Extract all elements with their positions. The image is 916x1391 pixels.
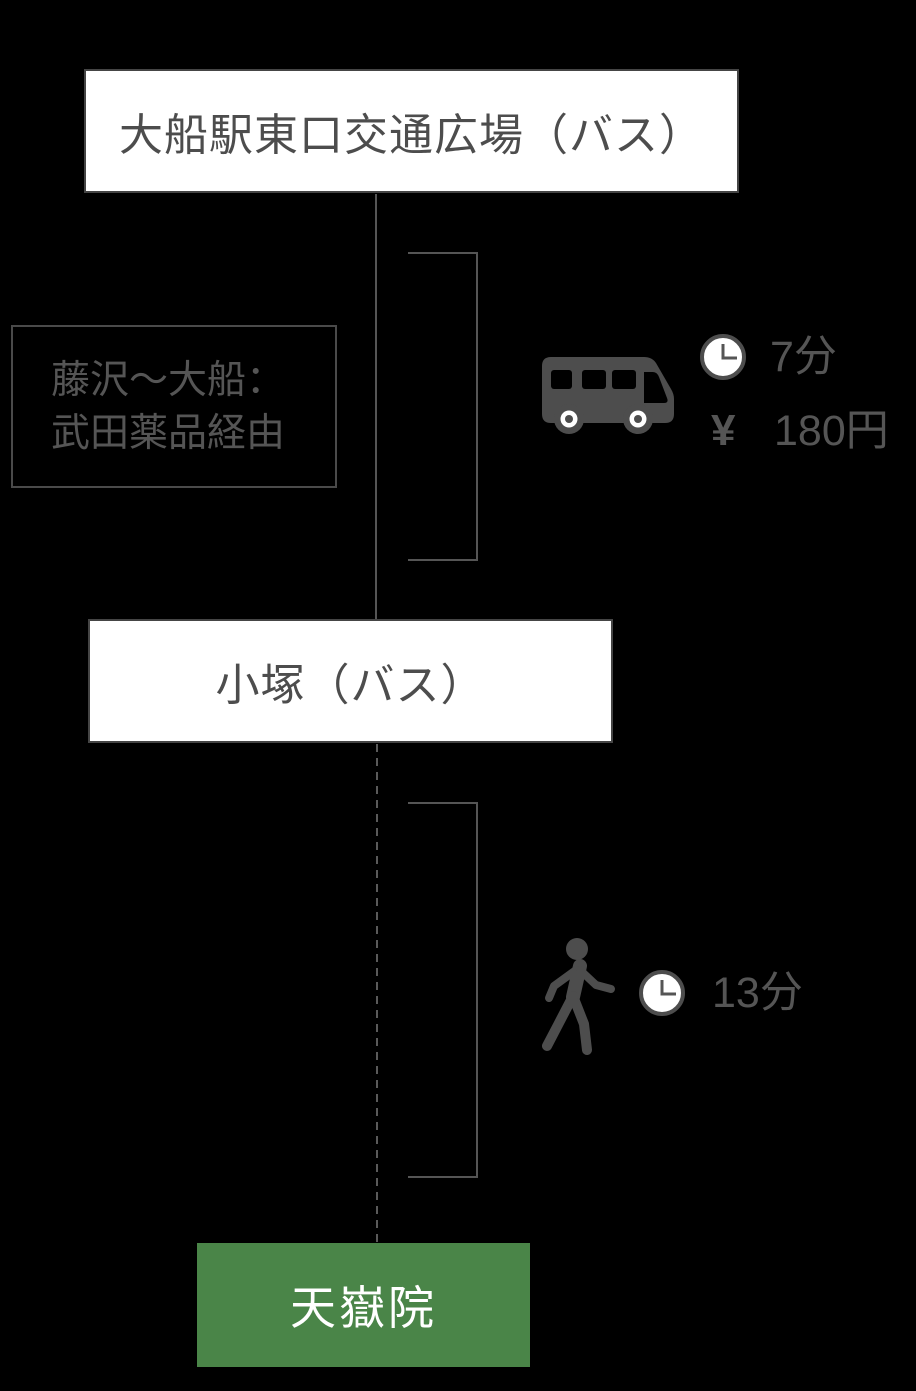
yen-symbol: ¥ <box>711 406 736 455</box>
destination-box: 天嶽院 <box>197 1243 530 1367</box>
bus-route-note-box: 藤沢〜大船： 武田薬品経由 <box>11 325 337 488</box>
bus-route-line <box>375 194 377 619</box>
bus-duration-clock-icon <box>700 334 746 380</box>
bus-route-note-line2: 武田薬品経由 <box>51 412 286 455</box>
walking-person-icon <box>542 938 615 1055</box>
walk-duration-clock-icon <box>639 970 685 1016</box>
via-stop-label: 小塚（バス） <box>215 661 486 710</box>
bus-icon <box>542 357 674 434</box>
walk-duration-label: 13分 <box>712 969 803 1017</box>
bus-fare-label: 180円 <box>774 407 889 455</box>
destination-label: 天嶽院 <box>290 1282 437 1334</box>
via-stop-box: 小塚（バス） <box>88 619 613 743</box>
bus-route-note-line1: 藤沢〜大船： <box>51 359 286 402</box>
origin-stop-box: 大船駅東口交通広場（バス） <box>84 69 739 193</box>
bus-duration-label: 7分 <box>770 333 837 381</box>
origin-stop-label: 大船駅東口交通広場（バス） <box>119 111 704 160</box>
bus-segment-bracket <box>408 252 478 561</box>
walk-segment-bracket <box>408 802 478 1178</box>
walk-route-line <box>376 744 378 1243</box>
